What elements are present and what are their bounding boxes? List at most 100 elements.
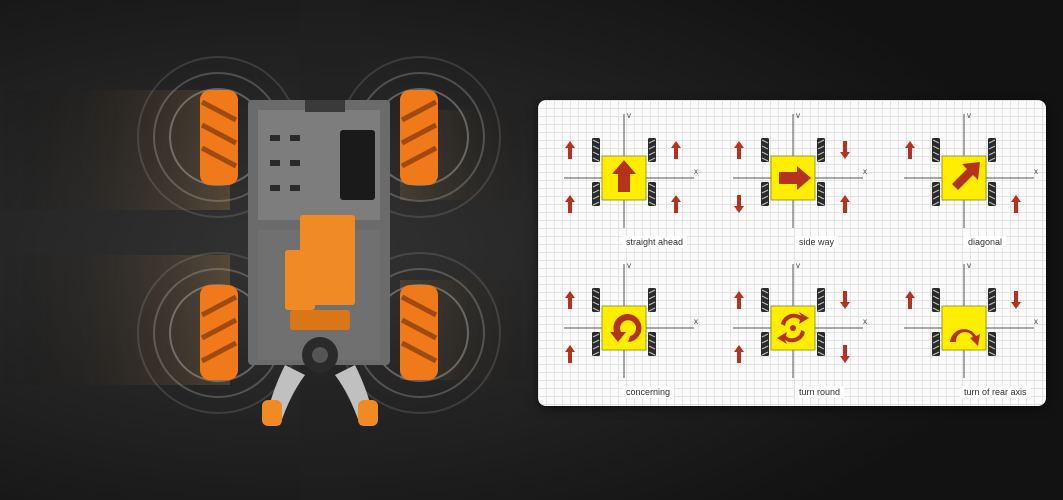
wheel-icon (761, 288, 769, 312)
wheel-roller (592, 157, 600, 162)
wheel-roller (761, 183, 769, 188)
wheel-direction-arrow-icon (734, 345, 744, 363)
cornering-arrow-icon (610, 314, 642, 342)
wheel-roller (817, 333, 825, 338)
wheel-roller (988, 157, 996, 162)
wheel-roller (988, 289, 996, 294)
wheel-icon (817, 138, 825, 162)
wheel-roller (592, 339, 600, 344)
wheel-roller (648, 139, 656, 144)
wheel-roller (988, 307, 996, 312)
wheel-roller (988, 301, 996, 306)
movement-diagram-svg: xv (564, 111, 698, 228)
y-axis-label: v (967, 111, 971, 120)
wheel-roller (932, 345, 940, 350)
wheel-roller (988, 145, 996, 150)
wheel-roller (761, 345, 769, 350)
wheel-icon (988, 182, 996, 206)
wheel-roller (592, 151, 600, 156)
sideway-arrow-icon (779, 166, 811, 190)
wheel-roller (761, 351, 769, 356)
wheel-icon (761, 182, 769, 206)
wheel-roller (817, 195, 825, 200)
movement-diagram-svg: xv (564, 261, 698, 378)
wheel-roller (932, 301, 940, 306)
wheel-roller (761, 151, 769, 156)
wheel-roller (592, 139, 600, 144)
wheel-roller (988, 139, 996, 144)
x-axis-label: x (694, 167, 698, 176)
wheel-direction-arrow-icon (565, 195, 575, 213)
wheel-icon (592, 332, 600, 356)
wheel-roller (817, 345, 825, 350)
wheel-icon (932, 288, 940, 312)
wheel-direction-arrow-icon (1011, 195, 1021, 213)
wheel-roller (988, 333, 996, 338)
wheel-roller (932, 195, 940, 200)
wheel-roller (817, 307, 825, 312)
wheel-roller (817, 351, 825, 356)
wheel-roller (988, 201, 996, 206)
wheel-roller (817, 339, 825, 344)
wheel-roller (761, 139, 769, 144)
wheel-roller (988, 295, 996, 300)
wheel-icon (932, 332, 940, 356)
wheel-roller (988, 195, 996, 200)
wheel-icon (988, 288, 996, 312)
wheel-roller (592, 201, 600, 206)
wheel-direction-arrow-icon (1011, 291, 1021, 309)
wheel-roller (761, 289, 769, 294)
wheel-icon (761, 332, 769, 356)
wheel-rear-right (400, 285, 438, 380)
rotate-arc-top (781, 312, 809, 326)
wheel-roller (648, 145, 656, 150)
mode-caption: turn round (795, 386, 845, 398)
wheel-direction-arrow-icon (734, 291, 744, 309)
wheel-roller (761, 195, 769, 200)
y-axis-label: v (796, 261, 800, 270)
wheel-roller (648, 295, 656, 300)
wheel-roller (592, 189, 600, 194)
wheel-roller (648, 189, 656, 194)
wheel-roller (932, 189, 940, 194)
wheel-front-right (400, 90, 438, 185)
wheel-roller (648, 151, 656, 156)
wheel-roller (988, 183, 996, 188)
wheel-roller (932, 145, 940, 150)
wheel-roller (592, 183, 600, 188)
wheel-roller (761, 307, 769, 312)
movement-diagram-svg: xv (904, 111, 1038, 228)
wheel-roller (761, 189, 769, 194)
rotate-center (790, 325, 796, 331)
wheel-roller (817, 295, 825, 300)
wheel-icon (648, 138, 656, 162)
wheel-roller (988, 189, 996, 194)
wheel-direction-arrow-icon (565, 291, 575, 309)
wheel-roller (761, 295, 769, 300)
wheel-roller (648, 345, 656, 350)
wheel-icon (592, 138, 600, 162)
wheel-roller (817, 145, 825, 150)
wheel-roller (648, 289, 656, 294)
wheel-roller (648, 339, 656, 344)
x-axis-label: x (1034, 167, 1038, 176)
wheel-roller (592, 289, 600, 294)
x-axis-label: x (694, 317, 698, 326)
wheel-direction-arrow-icon (905, 141, 915, 159)
wheel-icon (932, 138, 940, 162)
wheel-direction-arrow-icon (905, 291, 915, 309)
wheel-roller (932, 151, 940, 156)
wheel-roller (648, 183, 656, 188)
robot-gripper (262, 337, 378, 426)
wheel-direction-arrow-icon (565, 345, 575, 363)
wheel-icon (648, 182, 656, 206)
wheel-roller (932, 183, 940, 188)
wheel-roller (988, 351, 996, 356)
wheel-roller (817, 157, 825, 162)
wheel-roller (932, 307, 940, 312)
wheel-front-left (200, 90, 238, 185)
wheel-roller (817, 301, 825, 306)
wheel-direction-arrow-icon (734, 195, 744, 213)
